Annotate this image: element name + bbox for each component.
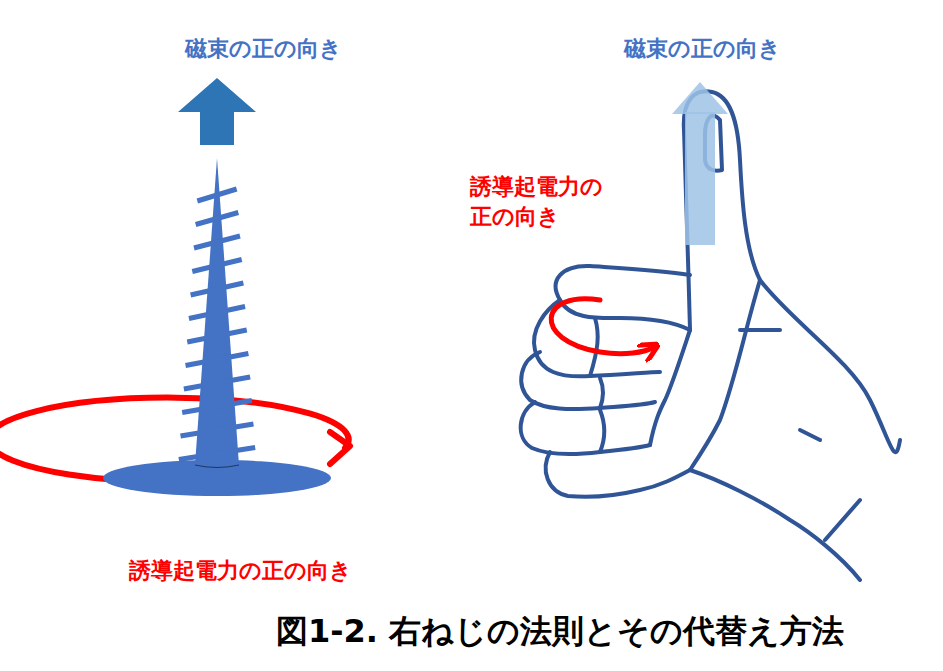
thread-stroke bbox=[186, 354, 249, 366]
flux-label: 磁束の正の向き bbox=[185, 34, 342, 64]
emf-label: 誘導起電力の 正の向き bbox=[470, 172, 610, 231]
hand-figure bbox=[521, 91, 900, 580]
thread-stroke bbox=[191, 283, 244, 295]
emf-curl-arrow bbox=[551, 299, 652, 354]
thread-stroke bbox=[181, 424, 254, 436]
thread-stroke bbox=[184, 377, 250, 389]
thread-stroke bbox=[194, 236, 240, 248]
figure-caption: 図1-2. 右ねじの法則とその代替え方法 bbox=[276, 610, 844, 653]
thread-stroke bbox=[196, 213, 239, 225]
thread-stroke bbox=[192, 260, 241, 272]
flux-arrow-head bbox=[672, 82, 728, 114]
flux-arrow bbox=[178, 78, 256, 145]
thread-stroke bbox=[187, 330, 247, 342]
thread-stroke bbox=[189, 307, 245, 319]
thread-stroke bbox=[179, 448, 255, 460]
thread-stroke bbox=[197, 189, 236, 201]
emf-arrowhead bbox=[330, 432, 350, 464]
flux-label: 磁束の正の向き bbox=[624, 34, 781, 64]
thread-stroke bbox=[182, 401, 252, 413]
flux-arrow-shaft bbox=[685, 112, 715, 245]
screw-threads bbox=[179, 189, 255, 460]
screw-figure bbox=[0, 78, 350, 496]
emf-label: 誘導起電力の正の向き bbox=[129, 556, 352, 586]
